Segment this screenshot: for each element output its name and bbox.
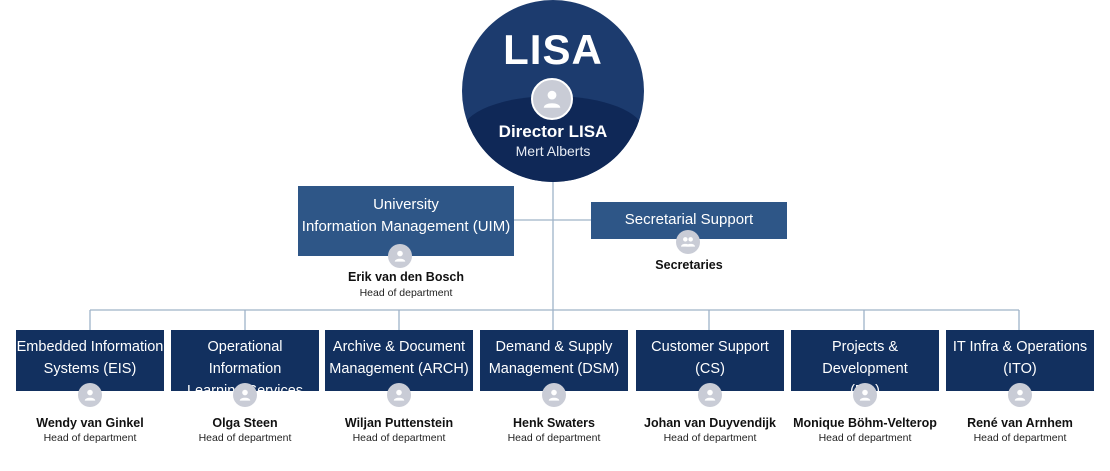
unit-label-line1: Demand & Supply [495, 339, 613, 355]
unit-box-uim[interactable]: University Information Management (UIM) [298, 186, 514, 256]
head-role: Head of department [973, 432, 1067, 444]
head-role: Head of department [352, 432, 446, 444]
unit-label-line2: Information Management (UIM) [301, 218, 511, 235]
director-avatar-icon [531, 78, 573, 120]
group-icon [676, 230, 700, 254]
head-name: Olga Steen [212, 416, 278, 430]
head-name: Henk Swaters [513, 416, 595, 430]
person-icon [78, 383, 102, 407]
unit-label-line1: IT Infra & Operations [952, 339, 1088, 355]
unit-label: Secretarial Support [624, 211, 754, 228]
person-icon [233, 383, 257, 407]
secretaries-label: Secretaries [655, 258, 723, 272]
head-role: Head of department [198, 432, 292, 444]
head-name: Wendy van Ginkel [36, 416, 144, 430]
uim-head-name: Erik van den Bosch [347, 270, 464, 284]
head-name: Monique Böhm-Velterop [793, 416, 937, 430]
head-name: Johan van Duyvendijk [644, 416, 776, 430]
unit-label-line2: Management (DSM) [488, 361, 620, 377]
head-name: Wiljan Puttenstein [344, 416, 454, 430]
uim-head-role: Head of department [359, 287, 453, 299]
unit-box-ito[interactable]: IT Infra & Operations (ITO) [946, 330, 1094, 391]
person-icon [853, 383, 877, 407]
unit-label-line1: Archive & Document [332, 339, 466, 355]
org-title: LISA [503, 26, 603, 73]
director-name: Mert Alberts [515, 143, 591, 159]
unit-box-secretarial[interactable]: Secretarial Support [591, 202, 787, 239]
unit-label-line1: Embedded Information [16, 339, 164, 355]
uim-avatar-icon [388, 244, 412, 268]
unit-label-line2: Management (ARCH) [329, 361, 469, 377]
person-icon [698, 383, 722, 407]
person-icon [542, 383, 566, 407]
unit-label-line1: Projects & Development [822, 339, 908, 377]
unit-label-line2: Systems (EIS) [43, 361, 137, 377]
head-role: Head of department [507, 432, 601, 444]
person-icon [387, 383, 411, 407]
head-role: Head of department [663, 432, 757, 444]
person-icon [1008, 383, 1032, 407]
head-role: Head of department [43, 432, 137, 444]
head-role: Head of department [818, 432, 912, 444]
unit-label-line2: (ITO) [1003, 361, 1037, 377]
director-title: Director LISA [498, 122, 608, 141]
head-name: René van Arnhem [967, 416, 1073, 430]
director-circle: LISA Director LISA Mert Alberts [462, 0, 644, 182]
unit-box-pd[interactable]: Projects & Development(PD) [791, 330, 939, 399]
unit-box-cs[interactable]: Customer Support (CS) [636, 330, 784, 391]
unit-label-line1: Operational Information [207, 339, 283, 377]
unit-label-line1: Customer Support (CS) [651, 339, 769, 377]
unit-label-line1: University [373, 196, 439, 213]
